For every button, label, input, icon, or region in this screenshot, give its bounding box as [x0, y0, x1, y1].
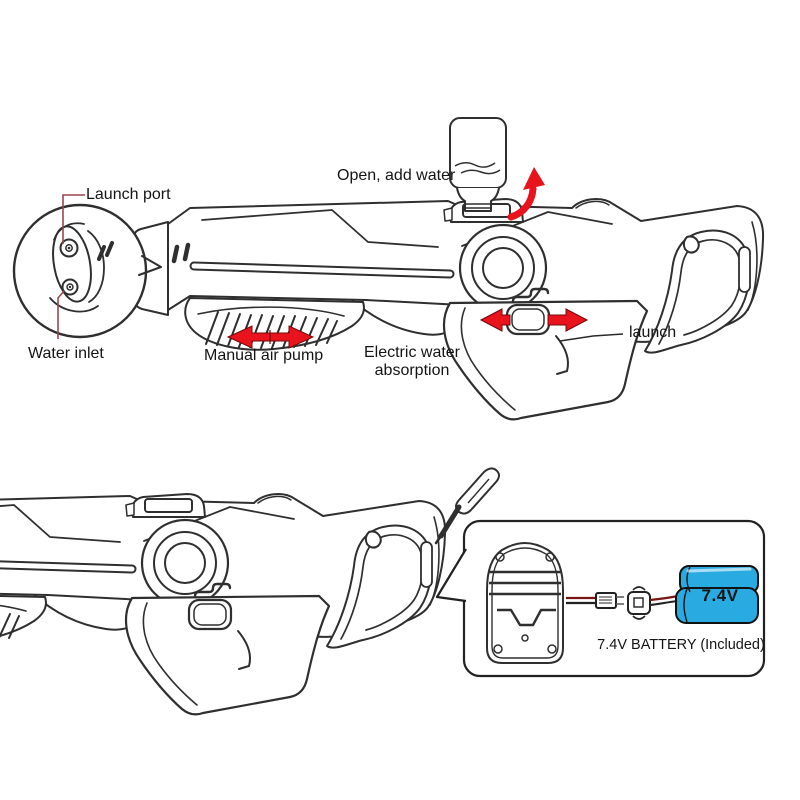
battery-panel [435, 519, 766, 678]
switch-right-arrow-icon [547, 308, 589, 332]
label-launch: launch [629, 324, 677, 341]
launch-port-leader-line [62, 194, 85, 244]
pump-double-arrow-icon [226, 325, 315, 349]
label-launch-port: Launch port [86, 186, 171, 203]
label-manual-air-pump: Manual air pump [204, 347, 324, 364]
wire-connector-icon [566, 586, 679, 620]
label-electric-water-absorption-line2: absorption [374, 362, 450, 379]
label-electric-water-absorption: Electric water absorption [356, 344, 468, 380]
label-electric-water-absorption-line1: Electric water [363, 344, 461, 361]
water-inlet-leader-line [57, 290, 65, 339]
water-bottle-icon [449, 117, 507, 212]
top-gun-illustration [133, 199, 763, 419]
launch-leader-line [559, 333, 624, 342]
battery-caption: 7.4V BATTERY (Included) [597, 637, 765, 653]
battery-cover-icon [486, 541, 564, 664]
label-water-inlet: Water inlet [28, 345, 104, 362]
water-inlet-hole [61, 278, 79, 296]
panel-pointer-tail [435, 548, 467, 603]
label-open-add-water: Open, add water [337, 167, 456, 184]
switch-left-arrow-icon [479, 308, 511, 332]
curved-arrow-icon [507, 167, 545, 221]
screwdriver-icon [434, 467, 500, 545]
muzzle-inset-icon [12, 203, 162, 339]
launch-port-hole [59, 238, 79, 258]
battery-icon [675, 565, 759, 624]
bottom-gun-illustration [0, 494, 445, 714]
battery-voltage-label: 7.4V [701, 586, 739, 605]
